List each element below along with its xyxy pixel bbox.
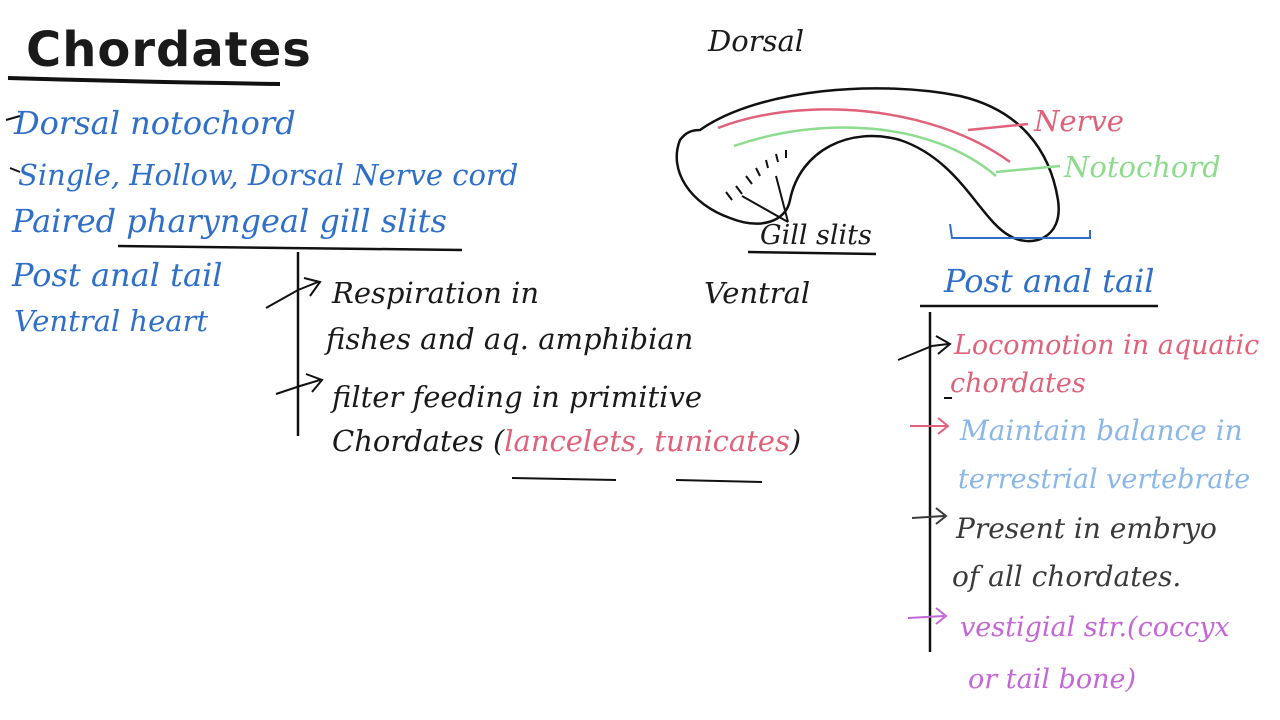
page-title: Chordates <box>26 22 312 78</box>
feature-item: Paired pharyngeal gill slits <box>12 202 447 240</box>
gill-note-highlight: lancelets, tunicates <box>504 424 790 458</box>
nerve-cord-line <box>717 108 1011 164</box>
gill-note: filter feeding in primitive <box>332 380 702 414</box>
gill-slit-marks <box>725 150 787 201</box>
arrow-icon <box>275 379 321 395</box>
notochord-line <box>733 126 997 177</box>
tail-note: terrestrial vertebrate <box>958 464 1251 495</box>
gill-note-text: Chordates ( <box>332 424 505 458</box>
tail-note: vestigial str.(coccyx <box>960 612 1230 643</box>
title-underline <box>7 76 281 86</box>
gill-note: Chordates (lancelets, tunicates) <box>332 424 801 458</box>
feature-item: Post anal tail <box>12 256 223 294</box>
tail-note: Locomotion in aquatic <box>954 330 1260 361</box>
post-anal-tail-label: Post anal tail <box>944 262 1155 300</box>
feature-item: Dorsal notochord <box>14 104 296 142</box>
chordate-body-outline <box>675 87 1060 243</box>
feature-item: Single, Hollow, Dorsal Nerve cord <box>18 158 519 192</box>
arrow-icon <box>265 281 319 309</box>
dorsal-label: Dorsal <box>708 24 805 58</box>
gill-note: fishes and aq. amphibian <box>326 322 694 356</box>
ventral-label: Ventral <box>704 276 811 310</box>
gill-note-close: ) <box>789 424 802 458</box>
nerve-label: Nerve <box>1034 104 1124 138</box>
gill-slits-underline <box>117 244 463 252</box>
tail-note: or tail bone) <box>968 664 1136 695</box>
tail-bracket <box>949 223 1091 239</box>
gill-slits-label: Gill slits <box>760 220 872 251</box>
feature-item: Ventral heart <box>14 304 209 338</box>
arrow-icon <box>911 515 945 519</box>
arrow-icon <box>897 343 949 361</box>
gill-note: Respiration in <box>332 276 540 310</box>
tail-note: of all chordates. <box>952 560 1182 593</box>
arrow-icon <box>907 615 945 619</box>
tail-note: chordates <box>950 368 1086 399</box>
tail-note: Present in embryo <box>956 512 1217 545</box>
notochord-label: Notochord <box>1064 150 1221 184</box>
tail-note: Maintain balance in <box>960 414 1243 447</box>
